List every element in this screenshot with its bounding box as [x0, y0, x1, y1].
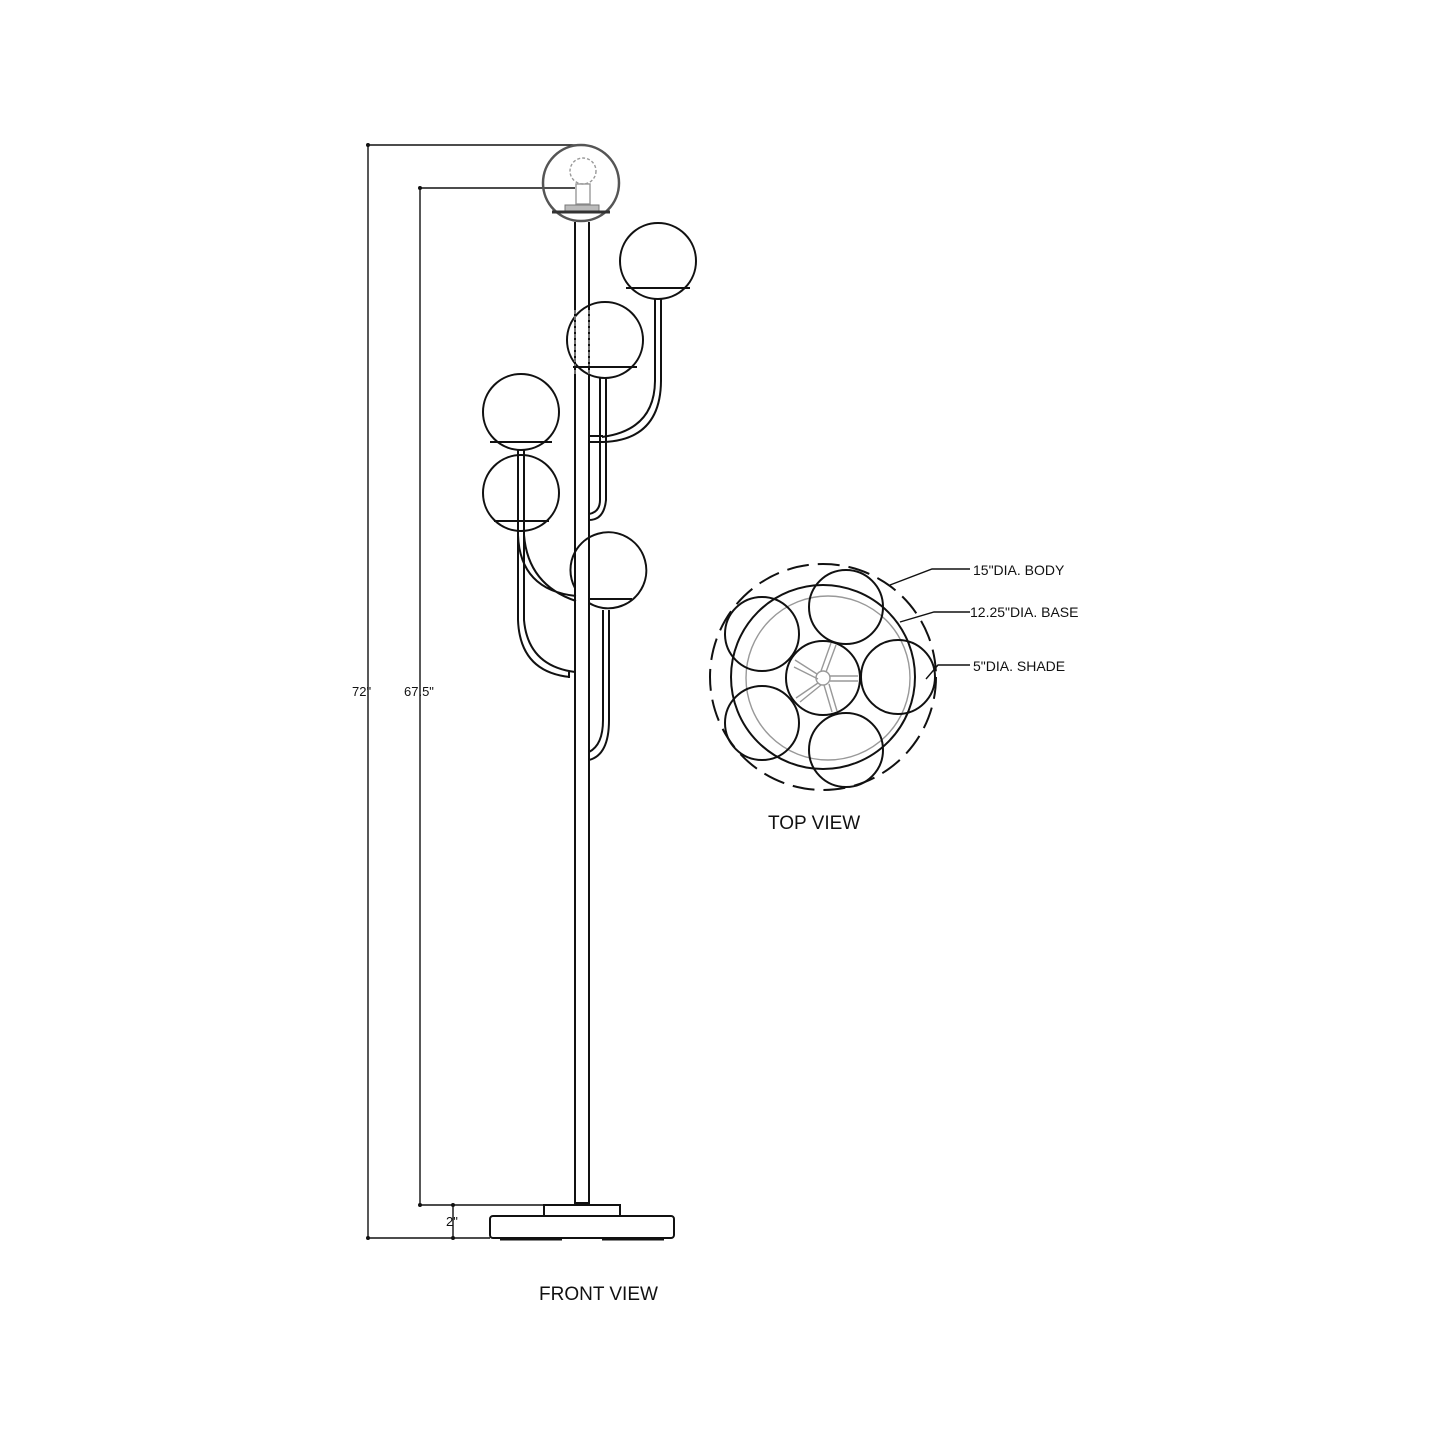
center-hub	[785, 640, 861, 716]
hidden-outline	[745, 595, 911, 761]
dim-label-2: 2"	[446, 1214, 458, 1229]
base-outline	[730, 584, 916, 770]
dimension-67-5: 67.5"	[404, 186, 575, 1207]
dim-label-67-5: 67.5"	[404, 684, 434, 699]
leader-shade	[925, 664, 970, 680]
callout-shade: 5"DIA. SHADE	[973, 658, 1065, 674]
lamp-base	[489, 1204, 675, 1241]
lamp-pole	[574, 222, 590, 1204]
callout-body: 15"DIA. BODY	[973, 562, 1065, 578]
shade-circles	[724, 569, 936, 788]
callout-base: 12.25"DIA. BASE	[970, 604, 1078, 620]
leader-body	[889, 568, 970, 586]
top-view: 15"DIA. BODY 12.25"DIA. BASE 5"DIA. SHAD…	[709, 562, 1078, 834]
globe-2	[589, 222, 697, 443]
dimension-2: 2"	[446, 1203, 458, 1240]
globe-6	[569, 531, 648, 761]
top-globe	[541, 143, 621, 223]
dimension-72: 72"	[352, 143, 581, 1240]
globe-4	[482, 373, 560, 451]
front-view-title: FRONT VIEW	[539, 1284, 658, 1305]
dim-label-72: 72"	[352, 684, 371, 699]
top-view-title: TOP VIEW	[768, 813, 860, 834]
leader-base	[899, 611, 970, 623]
globe-5	[482, 450, 577, 678]
globe-3	[566, 301, 644, 521]
front-view: 72" 67.5" 2"	[352, 143, 697, 1305]
